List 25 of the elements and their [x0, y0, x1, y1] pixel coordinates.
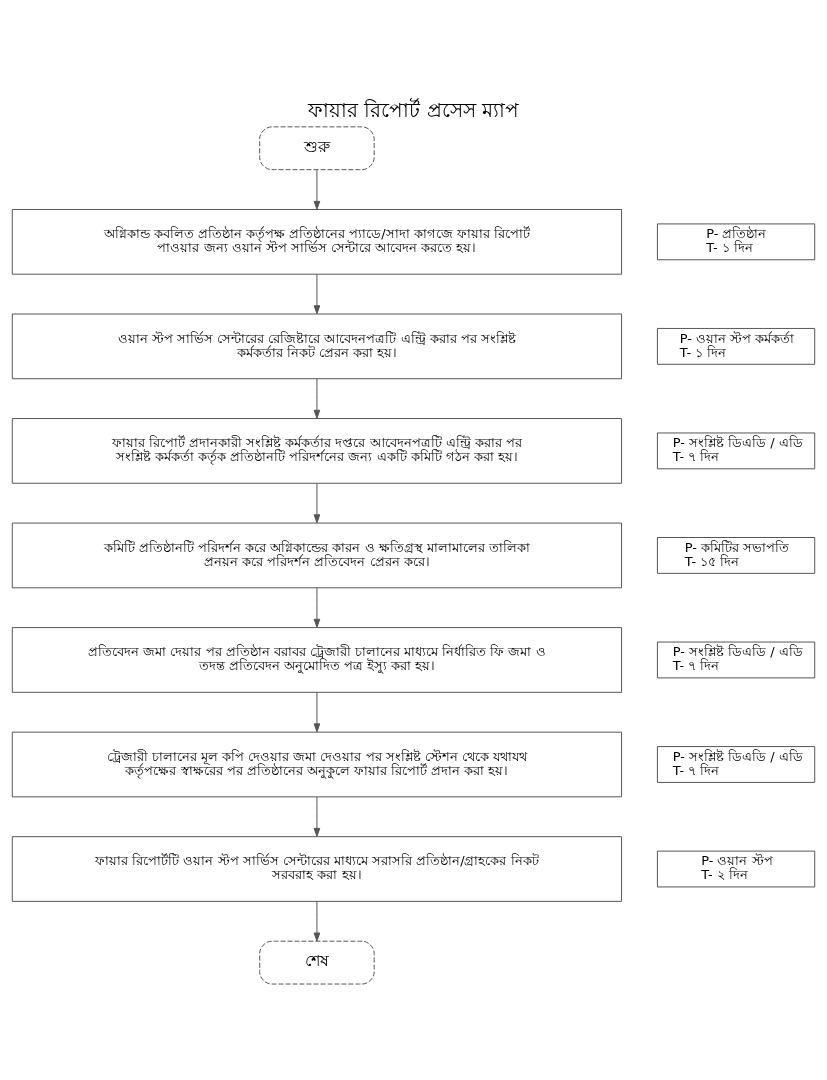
node-box: শুরু — [259, 125, 375, 170]
node-box: ট্রেজারী চালানের মূল কপি দেওয়ার জমা দেওয়ার পর সংশ্লিষ্ট স্টেশন থেকে যথাযথ কর্তৃপক্ষের স্বাক্ষরের পর প্রতিষ্ঠানের অনুকুলে ফায়ার রিপোর্ট প্রদান করা হয়। — [11, 731, 623, 797]
node-box: অগ্নিকান্ড কবলিত প্রতিষ্ঠান কর্তৃপক্ষ প্রতিষ্ঠানের প্যাডে/সাদা কাগজে ফায়ার রিপোর্ট পাওয়ার জন্য ওয়ান স্টপ সার্ভিস সেন্টারে আবেদন করতে হয়। — [11, 208, 623, 275]
node-box: P- ওয়ান স্টপ T- ২ দিন — [656, 850, 816, 887]
node-box: P- কমিটির সভাপতি T- ১৫ দিন — [656, 536, 816, 574]
arrow — [313, 587, 321, 628]
node-box: P- ওয়ান স্টপ কর্মকর্তা T- ১ দিন — [656, 327, 816, 365]
arrow — [313, 482, 321, 523]
diagram-title: ফায়ার রিপোর্ট প্রসেস ম্যাপ — [308, 98, 519, 122]
node-box: প্রতিবেদন জমা দেয়ার পর প্রতিষ্ঠান বরাবর ট্রেজারী চালানের মাধ্যমে নির্ধারিত ফি জমা ও তদন্ত প্রতিবেদন অনুমোদিত পত্র ইস্যু করা হয়। — [11, 626, 623, 693]
node-box: P- সংশ্লিষ্ট ডিএডি / এডি T- ৭ দিন — [656, 745, 816, 783]
arrow — [313, 796, 321, 837]
node-box: P- প্রতিষ্ঠান T- ১ দিন — [656, 222, 816, 260]
arrow — [313, 691, 321, 732]
arrow — [313, 273, 321, 314]
node-box: ফায়ার রিপোর্টটি ওয়ান স্টপ সার্ভিস সেন্টারের মাধ্যমে সরাসরি প্রতিষ্ঠান/গ্রাহকের নিকট সরবরাহ করা হয়। — [11, 835, 623, 902]
arrow — [313, 169, 321, 210]
node-box: P- সংশ্লিষ্ট ডিএডি / এডি T- ৭ দিন — [656, 641, 816, 678]
node-box: ওয়ান স্টপ সার্ভিস সেন্টারের রেজিষ্টারে আবেদনপত্রটি এন্ট্রি করার পর সংশ্লিষ্ট কর্মকর্তার নিকট প্রেরন করা হয়। — [11, 313, 623, 379]
node-box: শেষ — [259, 940, 375, 984]
arrow — [313, 900, 321, 941]
node-box: ফায়ার রিপোর্ট প্রদানকারী সংশ্লিষ্ট কর্মকর্তার দপ্তরে আবেদনপত্রটি এন্ট্রি করার পর সংশ্লিষ্ট কর্মকর্তা কর্তৃক প্রতিষ্ঠানটি পরিদর্শনের জন্য একটি কমিটি গঠন করা হয়। — [11, 417, 623, 484]
node-box: কমিটি প্রতিষ্ঠানটি পরিদর্শন করে অগ্নিকান্ডের কারন ও ক্ষতিগ্রস্থ মালামালের তালিকা প্রনয়ন করে পরিদর্শন প্রতিবেদন প্রেরন করে। — [11, 522, 623, 588]
node-box: P- সংশ্লিষ্ট ডিএডি / এডি T- ৭ দিন — [656, 432, 816, 469]
arrow — [313, 377, 321, 419]
